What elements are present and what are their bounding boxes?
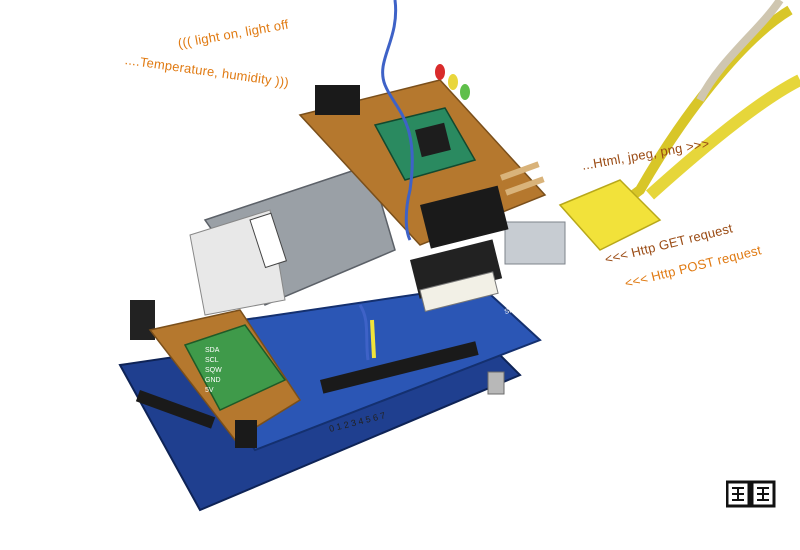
red-led: [435, 64, 445, 80]
corner-header: [130, 300, 155, 340]
sensor-header: [235, 420, 257, 448]
green-led: [460, 84, 470, 100]
resistor: [500, 161, 540, 181]
sensor-pin-label: SCL: [205, 357, 219, 364]
yellow-wire: [370, 319, 376, 359]
resistor: [505, 176, 545, 196]
sensor-module: [183, 324, 287, 411]
sensor-pin-label: SDA: [205, 347, 220, 354]
sensor-pin-label: 5V: [205, 387, 214, 394]
blue-wire: [358, 304, 370, 361]
top-header: [315, 85, 360, 115]
pin-header: [320, 341, 479, 394]
rj45-plug: [558, 179, 662, 251]
sensor-pin-label: SQW: [205, 367, 222, 374]
blue-wire: [381, 0, 414, 241]
rf-chip: [415, 122, 451, 158]
sensor-pin-label: GND: [205, 377, 221, 384]
yellow-led: [448, 74, 458, 90]
header-label: [419, 271, 499, 312]
top-header: [420, 185, 509, 249]
pin-header: [135, 390, 216, 429]
standoff: [487, 371, 505, 395]
yellow-cable: [645, 74, 800, 200]
ethernet-jack: [504, 221, 566, 265]
tile-logo-icon: [726, 480, 776, 508]
grey-cable: [696, 0, 784, 102]
barcode-label: [249, 212, 288, 269]
